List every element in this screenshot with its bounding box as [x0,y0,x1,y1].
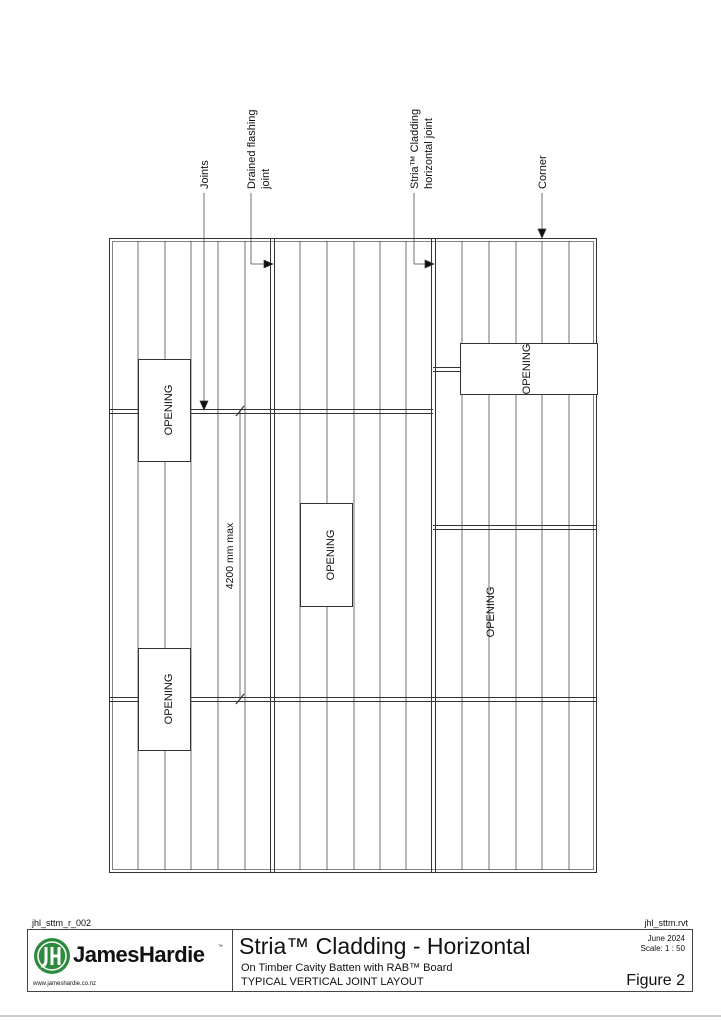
dimension-label: 4200 mm max [224,522,236,589]
wall-outline [109,238,597,873]
openings: OPENING OPENING OPENING OPENING OPENING [138,343,598,751]
board-lines-col1 [137,241,246,870]
opening-1 [138,359,191,462]
info-cell: Stria™ Cladding - Horizontal On Timber C… [233,930,692,991]
callout-corner: Corner [537,155,549,189]
dimension-4200 [235,405,245,705]
drawing-title: Stria™ Cladding - Horizontal [239,933,531,959]
wall-outline-inner [112,241,594,870]
drawing-description: TYPICAL VERTICAL JOINT LAYOUT [241,976,424,988]
figure-number: Figure 2 [626,972,685,989]
brand-name: JamesHardie [73,942,205,967]
callout-stria-joint-line1: Stria™ Cladding [409,109,421,189]
drawing-scale: Scale: 1 : 50 [640,944,685,953]
logo-cell: JamesHardie ™ www.jameshardie.co.nz [28,930,233,991]
brand-website: www.jameshardie.co.nz [33,981,97,987]
sheet-reference: jhl_sttm_r_002 [32,918,92,928]
callout-drained-flashing-line2: joint [260,169,272,190]
opening-label-3: OPENING [325,530,337,581]
callout-drained-flashing-line1: Drained flashing [246,110,258,190]
drawing-date: June 2024 [647,934,685,943]
opening-label-1: OPENING [163,385,175,436]
title-block: JamesHardie ™ www.jameshardie.co.nz Stri… [27,929,693,992]
callout-joints: Joints [199,160,211,189]
vertical-joints [270,239,436,872]
opening-2 [138,648,191,751]
james-hardie-logo-icon [34,938,70,974]
callout-leaders [199,193,547,411]
board-lines-col2 [299,241,407,870]
brand-trademark: ™ [218,944,223,950]
file-reference: jhl_sttm.rvt [644,918,688,928]
board-lines-col3 [461,241,570,870]
drawing-subtitle: On Timber Cavity Batten with RAB™ Board [241,962,453,974]
opening-3 [300,503,353,607]
callout-stria-joint-line2: horizontal joint [423,118,435,189]
opening-label-2: OPENING [163,674,175,725]
opening-4 [460,343,598,395]
opening-label-5: OPENING [485,587,497,638]
opening-label-4: OPENING [521,344,533,395]
